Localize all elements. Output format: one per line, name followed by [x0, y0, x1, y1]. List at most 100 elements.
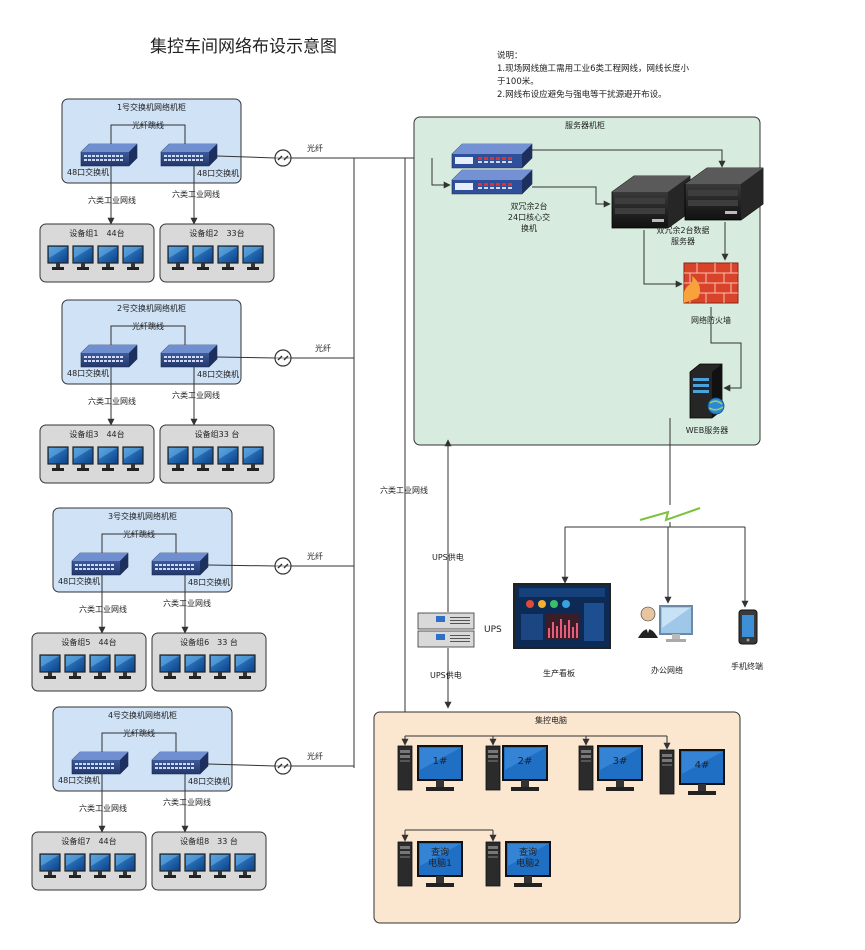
cabinet-title: 1号交换机网络机柜 [117, 102, 186, 112]
data-server-1 [611, 175, 691, 229]
mobile-terminal-icon [738, 609, 758, 645]
device-group-label: 设备组1 44台 [69, 228, 124, 238]
data-server-label: 双冗余2台数据服务器 [656, 225, 709, 246]
cabinet-title: 2号交换机网络机柜 [117, 303, 186, 313]
device-group-right: 设备组33 台 [159, 424, 275, 484]
device-group-left: 设备组3 44台 [39, 424, 155, 484]
query-pc-2: 查询电脑2 [485, 830, 551, 888]
cabinet-title: 3号交换机网络机柜 [108, 511, 177, 521]
fiber-uplink-label: 光纤 [315, 343, 331, 353]
device-group-right: 设备组8 33 台 [151, 831, 267, 891]
fiber-splice-icon [274, 757, 292, 775]
fiber-jumper-label: 光纤跳线 [132, 321, 164, 331]
device-group-label: 设备组7 44台 [61, 836, 116, 846]
switch-left-label: 48口交换机 [67, 368, 109, 378]
fiber-uplink-label: 光纤 [307, 751, 323, 761]
device-group-right: 设备组2 33台 [159, 223, 275, 283]
switch-icon [151, 552, 209, 576]
web-server-icon [689, 363, 725, 419]
office-network-icon [638, 605, 693, 642]
device-group-left: 设备组1 44台 [39, 223, 155, 283]
cabinet-title: 4号交换机网络机柜 [108, 710, 177, 720]
ups-label: UPS [484, 625, 502, 635]
device-group-label: 设备组5 44台 [61, 637, 116, 647]
switch-icon [80, 344, 138, 368]
switch-right-label: 48口交换机 [188, 577, 230, 587]
fiber-splice-icon [274, 149, 292, 167]
switch-icon [160, 143, 218, 167]
pc-label: 4# [695, 760, 710, 771]
production-board-label: 生产看板 [543, 668, 575, 678]
switch-right-label: 48口交换机 [197, 369, 239, 379]
vertical-cable-label: 六类工业网线 [380, 485, 428, 495]
cable-left-label: 六类工业网线 [88, 396, 136, 406]
web-server-label: WEB服务器 [686, 425, 728, 435]
office-network-label: 办公网络 [651, 665, 683, 675]
device-group-left: 设备组5 44台 [31, 632, 147, 692]
switch-right-label: 48口交换机 [197, 168, 239, 178]
note-line: 2.网线布设应避免与强电等干扰源避开布设。 [497, 89, 667, 100]
pc-tower-icon [659, 749, 675, 795]
cable-right-label: 六类工业网线 [163, 797, 211, 807]
query-pc-1: 查询电脑1 [397, 830, 463, 888]
production-board-icon [513, 583, 611, 649]
control-pc-3: 3# [578, 736, 643, 792]
data-server-2 [684, 167, 764, 221]
server-cabinet-title: 服务器机柜 [565, 120, 605, 130]
mobile-terminal-label: 手机终端 [731, 661, 763, 671]
fiber-splice-icon [274, 557, 292, 575]
fiber-uplink-label: 光纤 [307, 551, 323, 561]
switch-icon [71, 751, 129, 775]
device-group-label: 设备组2 33台 [189, 228, 244, 238]
core-switch-2 [451, 169, 533, 195]
switch-icon [80, 143, 138, 167]
pc-tower-icon [397, 745, 413, 791]
note-line: 说明： [497, 50, 523, 61]
pc-label: 2# [518, 756, 533, 767]
device-group-label: 设备组3 44台 [69, 429, 124, 439]
cable-right-label: 六类工业网线 [172, 189, 220, 199]
device-group-left: 设备组7 44台 [31, 831, 147, 891]
switch-icon [151, 751, 209, 775]
pc-tower-icon [485, 841, 501, 887]
control-area-title: 集控电脑 [535, 715, 567, 725]
fiber-jumper-label: 光纤跳线 [123, 728, 155, 738]
device-group-label: 设备组33 台 [195, 429, 240, 439]
query-pc-label: 查询电脑1 [428, 846, 452, 869]
control-pc-2: 2# [485, 736, 548, 792]
control-pc-1: 1# [397, 736, 463, 792]
query-pc-label: 查询电脑2 [516, 846, 540, 869]
control-area: 集控电脑 [373, 711, 741, 924]
pc-tower-icon [578, 745, 594, 791]
core-switch-1 [451, 143, 533, 169]
switch-left-label: 48口交换机 [67, 167, 109, 177]
ups-power-label-down: UPS供电 [430, 670, 462, 680]
pc-label: 1# [433, 756, 448, 767]
pc-tower-icon [485, 745, 501, 791]
page-title: 集控车间网络布设示意图 [150, 37, 337, 57]
cable-left-label: 六类工业网线 [79, 803, 127, 813]
switch-left-label: 48口交换机 [58, 576, 100, 586]
fiber-jumper-label: 光纤跳线 [123, 529, 155, 539]
device-group-label: 设备组8 33 台 [180, 836, 238, 846]
note-line: 于100米。 [497, 76, 539, 87]
device-group-right: 设备组6 33 台 [151, 632, 267, 692]
device-group-label: 设备组6 33 台 [180, 637, 238, 647]
fiber-uplink-label: 光纤 [307, 143, 323, 153]
cable-right-label: 六类工业网线 [163, 598, 211, 608]
switch-right-label: 48口交换机 [188, 776, 230, 786]
switch-icon [71, 552, 129, 576]
firewall-icon [683, 262, 739, 304]
note-line: 1.现场网线施工需用工业6类工程网线，网线长度小 [497, 63, 690, 74]
cable-left-label: 六类工业网线 [88, 195, 136, 205]
fiber-splice-icon [274, 349, 292, 367]
ups-power-label-up: UPS供电 [432, 552, 464, 562]
